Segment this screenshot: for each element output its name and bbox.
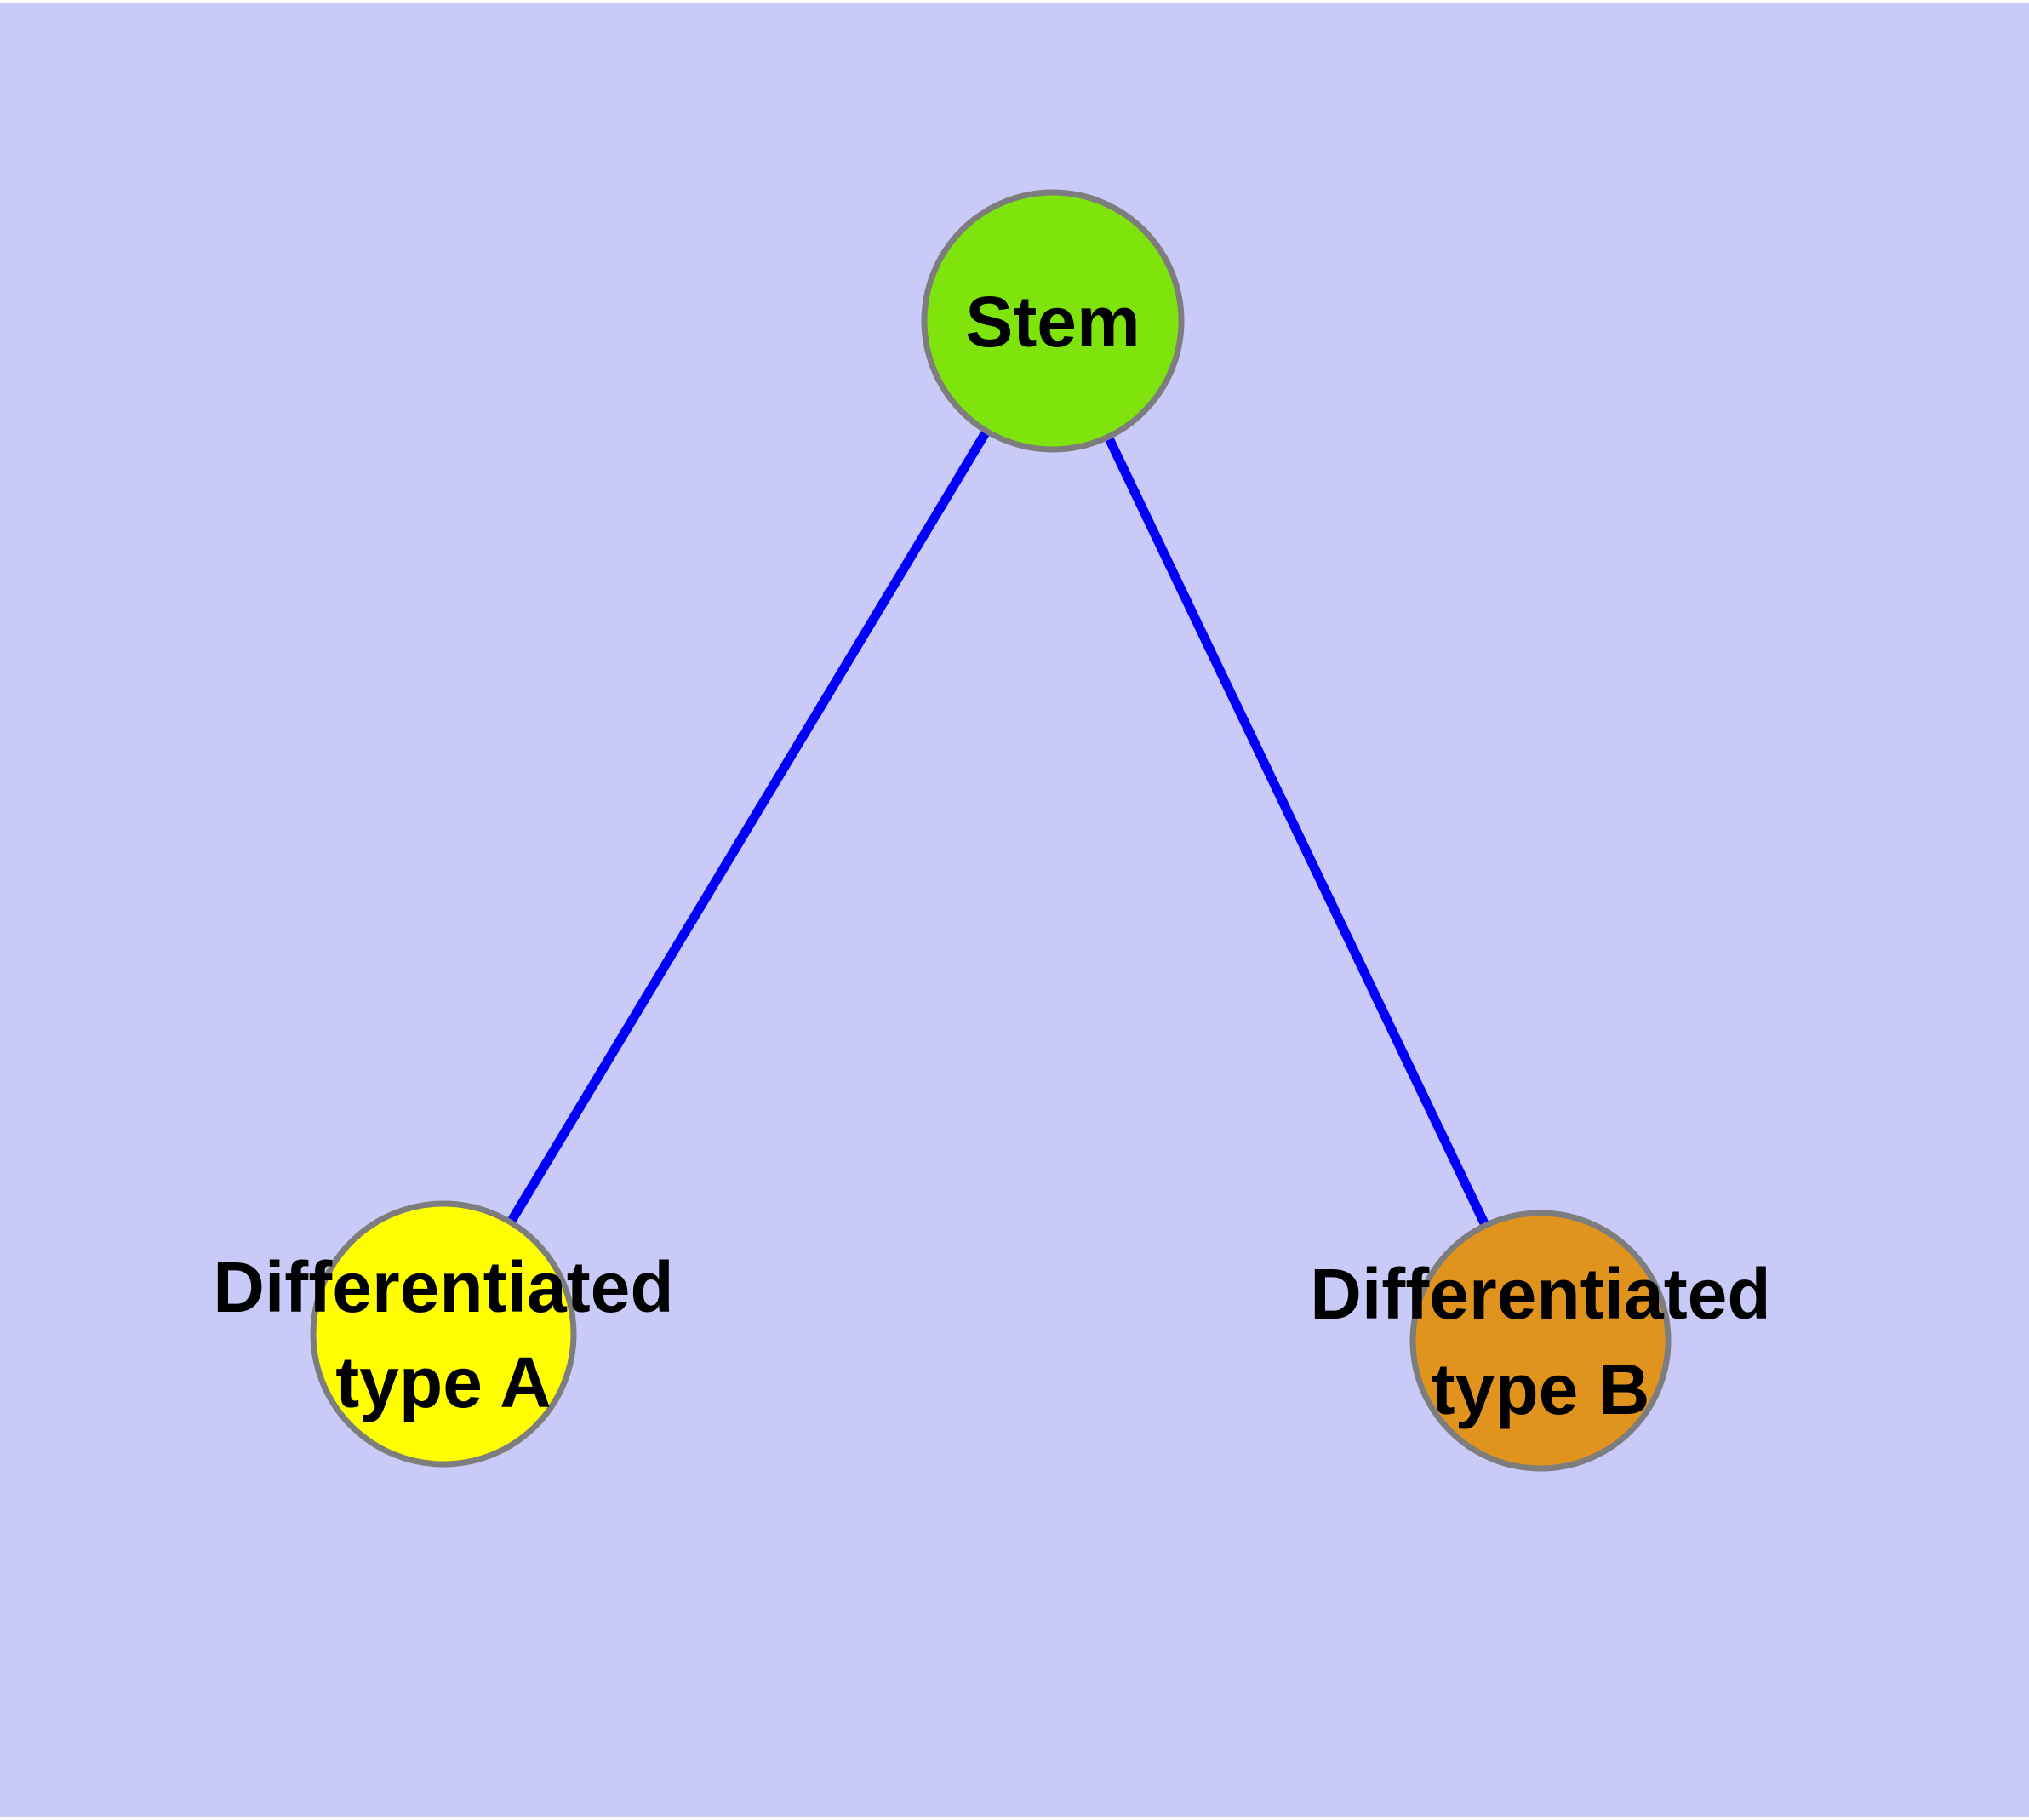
edge-stem-typeA (439, 318, 1057, 1336)
node-circle-typeB (1409, 1210, 1672, 1472)
node-circle-typeA (310, 1200, 577, 1468)
edge-stem-typeB (1049, 318, 1545, 1343)
node-circle-stem (921, 189, 1185, 453)
node-label-stem: Stem (965, 282, 1140, 362)
